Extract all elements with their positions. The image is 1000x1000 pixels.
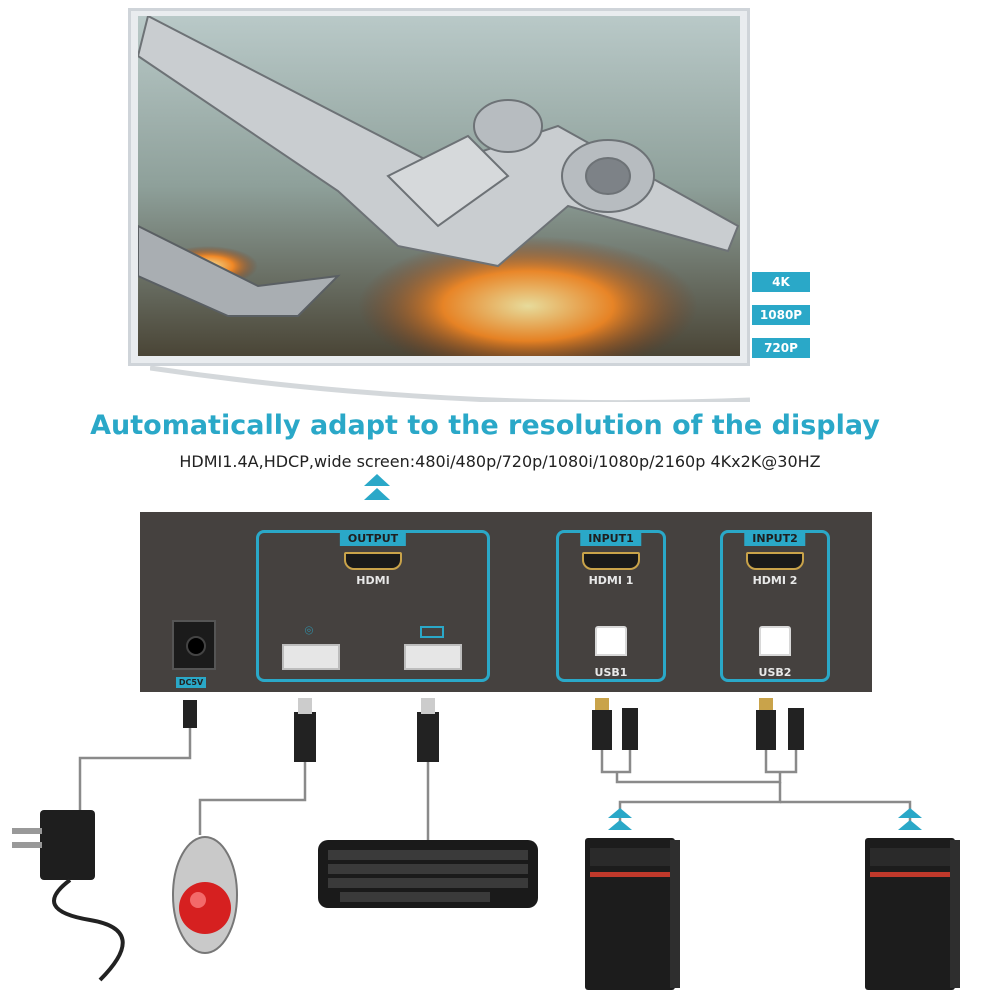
input2-hdmi-plug bbox=[756, 710, 776, 750]
input2-usb-plug bbox=[788, 708, 804, 750]
resolution-badge-4k: 4K bbox=[752, 272, 810, 292]
input1-usb-plug bbox=[622, 708, 638, 750]
cable-bridge bbox=[615, 772, 782, 784]
keyboard-usb-plug bbox=[417, 712, 439, 762]
input1-port-group: INPUT1 bbox=[556, 530, 666, 682]
monitor-stand bbox=[149, 362, 751, 406]
input1-usb-label: USB1 bbox=[594, 666, 628, 679]
dc-plug bbox=[183, 700, 197, 728]
computer-2-tower bbox=[865, 838, 960, 990]
dc-power-label: DC5V bbox=[176, 677, 206, 688]
output-port-group: OUTPUT bbox=[256, 530, 490, 682]
mouse-icon: ⌾ bbox=[304, 623, 314, 639]
computer2-cable bbox=[780, 800, 912, 825]
input1-group-label: INPUT1 bbox=[580, 531, 642, 546]
up-arrow-icon bbox=[364, 474, 390, 486]
keyboard-icon bbox=[420, 626, 444, 638]
computer2-arrow-icon bbox=[898, 808, 922, 818]
keyboard-device-icon bbox=[318, 840, 538, 908]
input1-cable-join bbox=[600, 750, 632, 774]
headline: Automatically adapt to the resolution of… bbox=[90, 410, 880, 441]
output-hdmi-port[interactable] bbox=[344, 552, 402, 570]
mouse-cable bbox=[198, 760, 307, 835]
dc-power-jack bbox=[172, 620, 216, 670]
spec-line: HDMI1.4A,HDCP,wide screen:480i/480p/720p… bbox=[179, 452, 821, 471]
input2-group-label: INPUT2 bbox=[744, 531, 806, 546]
power-cable bbox=[78, 720, 192, 810]
up-arrow-icon-lower bbox=[364, 488, 390, 500]
input1-hdmi-plug bbox=[592, 710, 612, 750]
output-group-label: OUTPUT bbox=[339, 531, 407, 546]
computer1-cable bbox=[618, 782, 782, 825]
input1-hdmi-label: HDMI 1 bbox=[588, 574, 634, 587]
output-usb-mouse-port[interactable] bbox=[282, 644, 340, 670]
input2-hdmi-label: HDMI 2 bbox=[752, 574, 798, 587]
output-usb-keyboard-port[interactable] bbox=[404, 644, 462, 670]
monitor-screen bbox=[138, 16, 740, 356]
input2-cable-join bbox=[764, 750, 798, 774]
computer-1-tower bbox=[585, 838, 680, 990]
power-adapter-icon bbox=[12, 810, 125, 982]
output-hdmi-label: HDMI bbox=[356, 574, 390, 587]
input2-usb-b-port[interactable] bbox=[759, 626, 791, 656]
mouse-icon-device bbox=[172, 836, 238, 954]
input2-port-group: INPUT2 bbox=[720, 530, 830, 682]
connection-diagram bbox=[12, 698, 960, 990]
resolution-badge-720p: 720P bbox=[752, 338, 810, 358]
input2-usb-label: USB2 bbox=[758, 666, 792, 679]
input2-hdmi-port[interactable] bbox=[746, 552, 804, 570]
resolution-badge-1080p: 1080P bbox=[752, 305, 810, 325]
mouse-usb-plug bbox=[294, 712, 316, 762]
computer1-arrow-icon bbox=[608, 808, 632, 818]
input1-hdmi-port[interactable] bbox=[582, 552, 640, 570]
aircraft-scene-image bbox=[138, 16, 740, 356]
input1-usb-b-port[interactable] bbox=[595, 626, 627, 656]
